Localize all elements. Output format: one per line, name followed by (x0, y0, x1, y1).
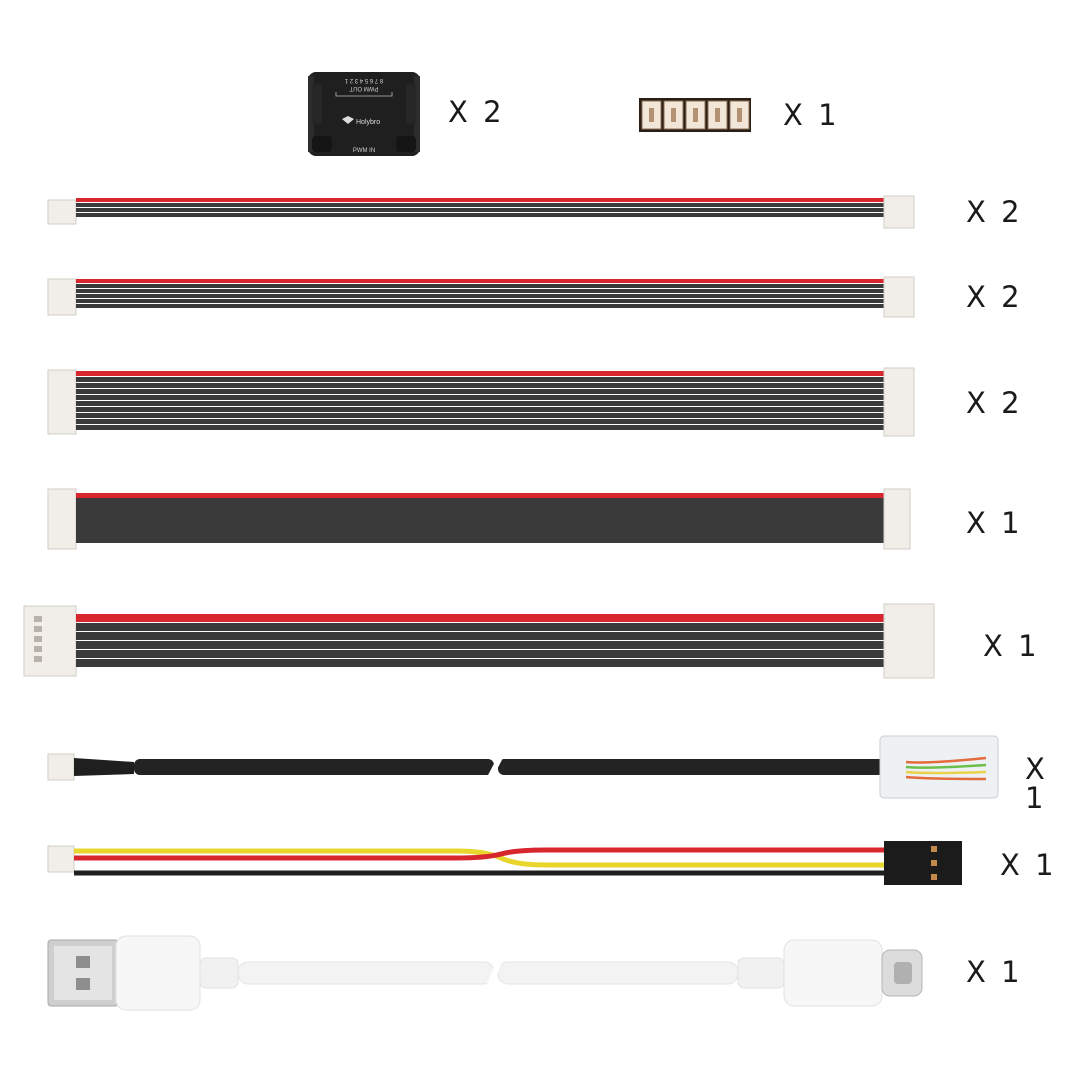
pwm-out-label: PWM OUT (349, 85, 378, 91)
cable-6pin (46, 275, 916, 319)
quantity-label: X 2 (966, 280, 1023, 314)
holybro-logo-icon (342, 116, 354, 124)
quantity-label: X 1 (1025, 752, 1048, 815)
brand-label: Holybro (356, 119, 380, 126)
pin-numbers: 8 7 6 5 4 3 2 1 (344, 77, 383, 83)
cable-rj45 (46, 734, 1006, 800)
pwm-in-label: PWM IN (353, 148, 375, 154)
quantity-label: X 2 (966, 195, 1023, 229)
pwm-board: 8 7 6 5 4 3 2 1 PWM OUT Holybro PWM IN (306, 70, 422, 158)
quantity-label: X 1 (966, 506, 1023, 540)
cable-dupont (46, 838, 966, 888)
cable-6pin-power (22, 600, 938, 682)
quantity-label: X 1 (983, 629, 1040, 663)
cable-usb-c (46, 930, 926, 1016)
quantity-label: X 1 (1000, 848, 1057, 882)
cable-10pin-fine (46, 487, 916, 551)
quantity-label: X 1 (966, 955, 1023, 989)
cable-10pin (46, 366, 916, 438)
cable-4pin (46, 194, 916, 230)
jst-header-strip (638, 97, 752, 133)
quantity-label: X 1 (783, 98, 840, 132)
quantity-label: X 2 (448, 95, 505, 129)
quantity-label: X 2 (966, 386, 1023, 420)
